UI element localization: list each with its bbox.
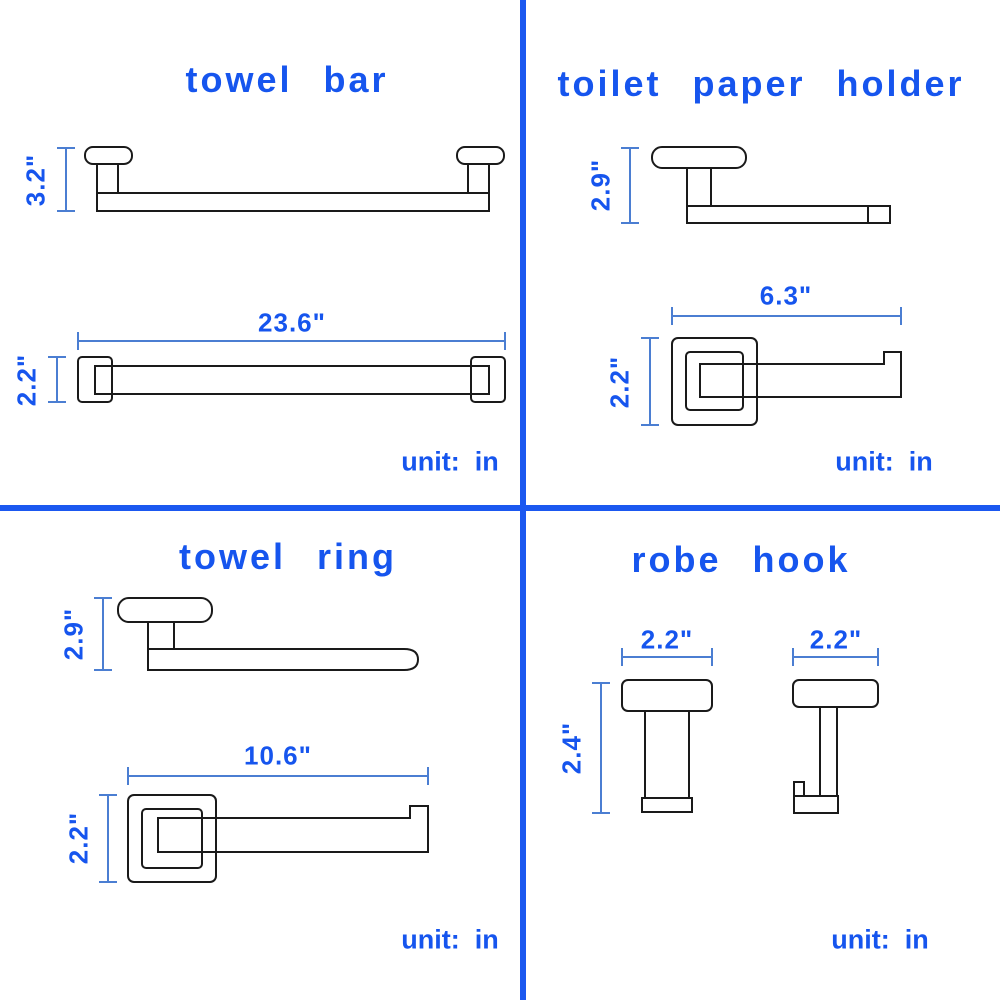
toilet-paper-holder-side-height-label: 2.9" xyxy=(585,158,616,212)
toilet-paper-holder-front-width-label: 6.3" xyxy=(759,280,813,311)
towel-ring-front-width-label: 10.6" xyxy=(244,740,312,771)
towel-ring-side-drawing xyxy=(117,597,420,671)
towel-bar-side-drawing xyxy=(84,146,505,212)
toilet-paper-holder-front-drawing xyxy=(671,337,902,426)
towel-ring-side-height-label: 2.9" xyxy=(58,607,89,661)
towel-bar-unit-label: unit: in xyxy=(401,446,499,477)
towel-ring-front-drawing xyxy=(127,794,429,883)
robe-hook-height-label: 2.4" xyxy=(556,721,587,775)
towel-ring-title: towel ring xyxy=(179,536,397,577)
towel-ring-front-height-label: 2.2" xyxy=(63,811,94,865)
vertical-divider xyxy=(520,0,526,1000)
robe-hook-right-width-label: 2.2" xyxy=(809,624,863,655)
towel-bar-front-height-label: 2.2" xyxy=(11,353,42,407)
towel-bar-side-height-label: 3.2" xyxy=(20,153,51,207)
towel-ring-dimension-lines xyxy=(94,597,429,883)
toilet-paper-holder-dimension-lines xyxy=(621,147,902,426)
toilet-paper-holder-side-drawing xyxy=(651,146,891,224)
robe-hook-unit-label: unit: in xyxy=(831,924,929,955)
towel-ring-unit-label: unit: in xyxy=(401,924,499,955)
towel-bar-front-drawing xyxy=(77,356,506,403)
robe-hook-left-width-label: 2.2" xyxy=(640,624,694,655)
towel-bar-dimension-lines xyxy=(48,147,506,403)
toilet-paper-holder-front-height-label: 2.2" xyxy=(604,355,635,409)
robe-hook-title: robe hook xyxy=(631,539,851,580)
toilet-paper-holder-title: toilet paper holder xyxy=(557,63,965,104)
towel-bar-title: towel bar xyxy=(185,59,389,100)
towel-bar-front-width-label: 23.6" xyxy=(258,307,326,338)
robe-hook-dimension-lines xyxy=(592,648,879,814)
toilet-paper-holder-unit-label: unit: in xyxy=(835,446,933,477)
robe-hook-front-drawing xyxy=(621,679,713,813)
robe-hook-side-drawing xyxy=(792,679,879,814)
horizontal-divider xyxy=(0,505,1000,511)
